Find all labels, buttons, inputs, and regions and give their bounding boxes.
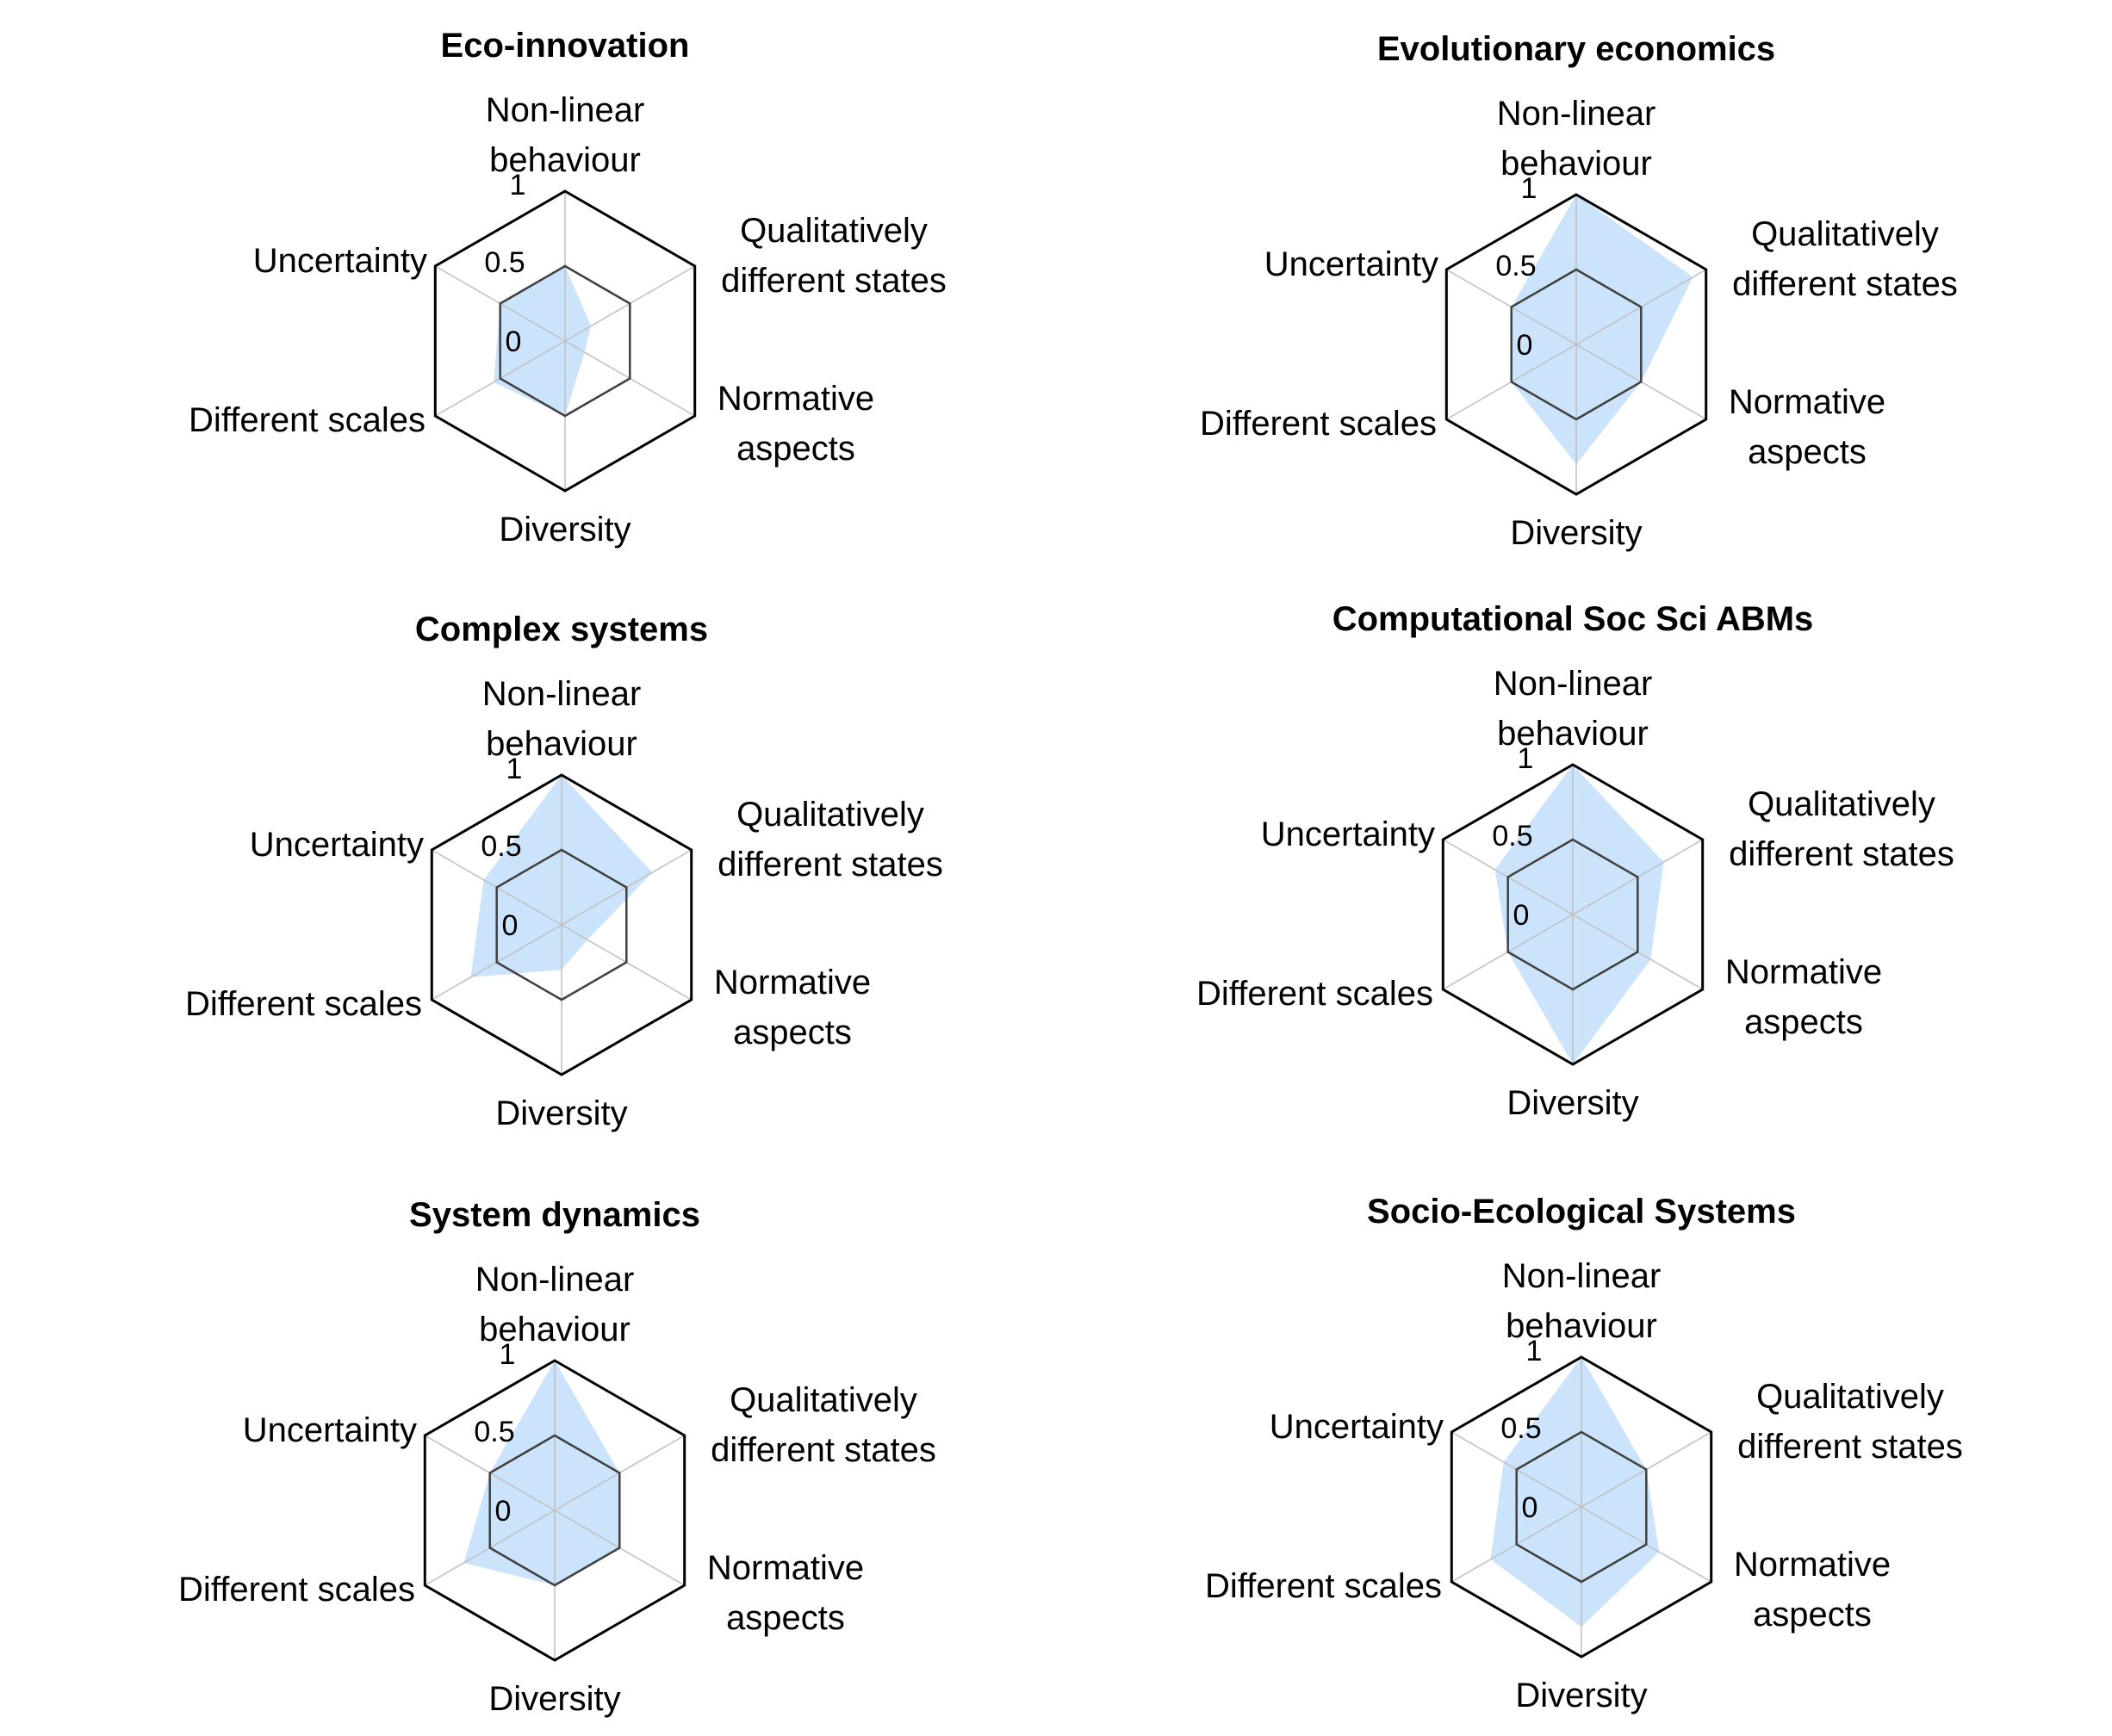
tick-label: 1 <box>1521 172 1537 205</box>
axis-label: Diversity <box>495 1094 627 1132</box>
axis-label: Different scales <box>1205 1567 1442 1605</box>
tick-label: 1 <box>1518 742 1534 775</box>
chart-title: Complex systems <box>415 611 708 648</box>
tick-label: 0 <box>1522 1491 1538 1524</box>
axis-label: Diversity <box>1510 514 1642 552</box>
axis-label: Different scales <box>178 1571 415 1609</box>
axis-label: Different scales <box>189 401 426 439</box>
tick-label: 0.5 <box>1495 250 1536 282</box>
chart-title: Eco-innovation <box>441 27 690 65</box>
grid-ring-mid <box>1510 268 1643 421</box>
axis-label: Uncertainty <box>1270 1408 1444 1446</box>
axis-label: Different scales <box>1196 975 1433 1013</box>
tick-label: 0 <box>506 326 522 358</box>
grid-ring-outer <box>423 1359 686 1662</box>
tick-label: 0 <box>502 909 519 942</box>
grid-ring-mid <box>1515 1430 1648 1584</box>
tick-label: 0 <box>1517 329 1533 362</box>
axis-label: Uncertainty <box>1264 245 1438 283</box>
axis-label: Different scales <box>1200 405 1437 443</box>
grid-ring-outer <box>433 189 697 493</box>
axis-label: Different scales <box>185 985 422 1023</box>
chart-title: System dynamics <box>409 1196 700 1234</box>
tick-label: 0 <box>495 1495 512 1528</box>
data-area <box>1490 1357 1660 1628</box>
tick-label: 1 <box>500 1338 516 1371</box>
tick-label: 0.5 <box>474 1416 514 1448</box>
tick-label: 0.5 <box>481 830 521 863</box>
grid-ring-mid <box>495 848 628 1001</box>
grid-ring-outer <box>1441 763 1705 1066</box>
radar-chart-4: Computational Soc Sci ABMs 0 0.5 1Non-linea… <box>1196 600 1954 1122</box>
tick-label: 0.5 <box>1500 1412 1541 1445</box>
chart-title: Computational Soc Sci ABMs <box>1332 600 1814 638</box>
tick-label: 1 <box>1526 1335 1543 1367</box>
axis-label: Diversity <box>1506 1084 1638 1122</box>
tick-label: 1 <box>510 169 526 202</box>
data-area <box>463 1361 620 1585</box>
axis-label: Diversity <box>499 511 630 549</box>
axis-label: Diversity <box>488 1680 620 1718</box>
tick-label: 0.5 <box>1492 820 1532 852</box>
tick-label: 1 <box>506 753 523 785</box>
data-area <box>1494 765 1664 1064</box>
axis-label: Uncertainty <box>253 242 427 280</box>
axis-label: Uncertainty <box>250 826 424 864</box>
grid-ring-outer <box>1450 1355 1713 1658</box>
tick-label: 0.5 <box>484 246 525 279</box>
axis-label: Uncertainty <box>243 1411 417 1449</box>
grid-ring-mid <box>499 264 631 418</box>
tick-label: 0 <box>1513 899 1530 932</box>
grid-ring-mid <box>1506 838 1639 991</box>
chart-title: Evolutionary economics <box>1377 30 1775 68</box>
grid-ring-mid <box>488 1434 621 1587</box>
chart-title: Socio-Ecological Systems <box>1367 1193 1796 1231</box>
data-area <box>494 266 592 416</box>
axis-label: Diversity <box>1515 1677 1647 1714</box>
axis-label: Uncertainty <box>1261 815 1435 853</box>
grid-ring-outer <box>1444 193 1708 496</box>
grid-ring-outer <box>430 773 693 1076</box>
